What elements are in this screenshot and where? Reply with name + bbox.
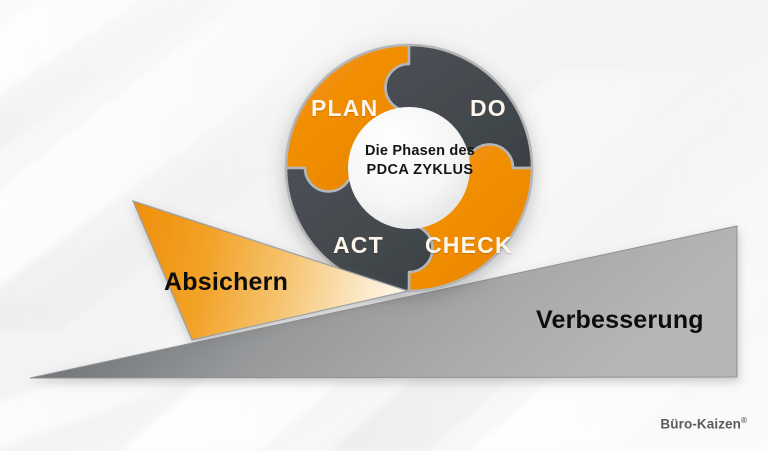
ring-inner-hole: [348, 107, 470, 229]
wedge-label-safeguard: Absichern: [164, 268, 289, 296]
phase-label-do[interactable]: DO: [470, 95, 507, 121]
center-title-line1: Die Phasen des: [365, 143, 475, 159]
brand-name: Büro-Kaizen: [660, 416, 741, 431]
phase-label-plan[interactable]: PLAN: [311, 95, 379, 121]
phase-label-check[interactable]: CHECK: [425, 232, 513, 258]
wedge-improvement: [29, 225, 738, 379]
brand-registered-mark: ®: [741, 415, 747, 425]
brand-logo: Büro-Kaizen®: [660, 416, 747, 432]
phase-label-act[interactable]: ACT: [333, 232, 384, 258]
wedge-safeguard: [131, 200, 411, 341]
center-title-line2: PDCA ZYKLUS: [366, 162, 474, 178]
wedge-label-improvement: Verbesserung: [536, 306, 704, 334]
cycle-center-title: Die Phasen des PDCA ZYKLUS: [336, 142, 504, 180]
